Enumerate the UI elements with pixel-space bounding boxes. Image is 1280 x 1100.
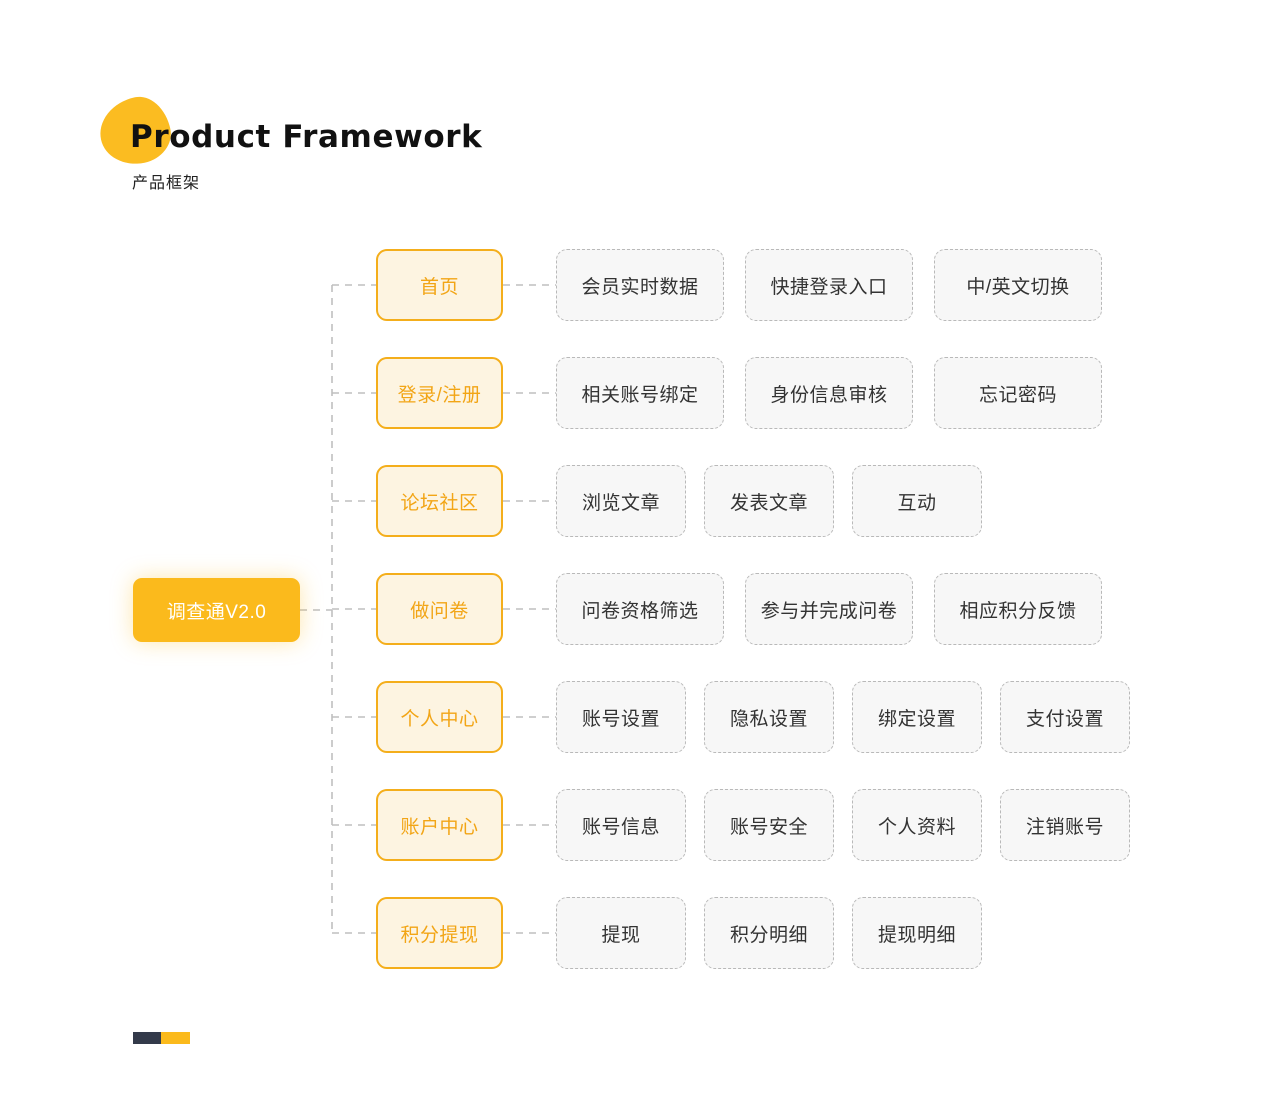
- footer-dark-block: [133, 1032, 161, 1044]
- footer-brand-mark: [133, 1032, 190, 1044]
- leaf-node-4-2[interactable]: 参与并完成问卷: [745, 573, 913, 645]
- branch-node-7[interactable]: 积分提现: [376, 897, 503, 969]
- leaf-node-6-2[interactable]: 账号安全: [704, 789, 834, 861]
- leaf-node-5-1[interactable]: 账号设置: [556, 681, 686, 753]
- leaf-node-6-3[interactable]: 个人资料: [852, 789, 982, 861]
- page-header: Product Framework 产品框架: [93, 91, 700, 205]
- leaf-node-2-2[interactable]: 身份信息审核: [745, 357, 913, 429]
- leaf-node-4-3[interactable]: 相应积分反馈: [934, 573, 1102, 645]
- leaf-node-6-1[interactable]: 账号信息: [556, 789, 686, 861]
- branch-node-3[interactable]: 论坛社区: [376, 465, 503, 537]
- leaf-node-5-4[interactable]: 支付设置: [1000, 681, 1130, 753]
- branch-node-1[interactable]: 首页: [376, 249, 503, 321]
- footer-amber-block: [161, 1032, 190, 1044]
- branch-node-5[interactable]: 个人中心: [376, 681, 503, 753]
- branch-node-4[interactable]: 做问卷: [376, 573, 503, 645]
- leaf-node-4-1[interactable]: 问卷资格筛选: [556, 573, 724, 645]
- leaf-node-3-1[interactable]: 浏览文章: [556, 465, 686, 537]
- branch-node-2[interactable]: 登录/注册: [376, 357, 503, 429]
- leaf-node-1-1[interactable]: 会员实时数据: [556, 249, 724, 321]
- leaf-node-6-4[interactable]: 注销账号: [1000, 789, 1130, 861]
- leaf-node-5-2[interactable]: 隐私设置: [704, 681, 834, 753]
- root-node[interactable]: 调查通V2.0: [133, 578, 300, 642]
- leaf-node-2-3[interactable]: 忘记密码: [934, 357, 1102, 429]
- leaf-node-7-1[interactable]: 提现: [556, 897, 686, 969]
- leaf-node-3-3[interactable]: 互动: [852, 465, 982, 537]
- leaf-node-7-3[interactable]: 提现明细: [852, 897, 982, 969]
- leaf-node-3-2[interactable]: 发表文章: [704, 465, 834, 537]
- page-title: Product Framework: [130, 119, 483, 155]
- branch-node-6[interactable]: 账户中心: [376, 789, 503, 861]
- leaf-node-7-2[interactable]: 积分明细: [704, 897, 834, 969]
- leaf-node-1-3[interactable]: 中/英文切换: [934, 249, 1102, 321]
- page-subtitle: 产品框架: [132, 175, 201, 192]
- leaf-node-5-3[interactable]: 绑定设置: [852, 681, 982, 753]
- leaf-node-1-2[interactable]: 快捷登录入口: [745, 249, 913, 321]
- leaf-node-2-1[interactable]: 相关账号绑定: [556, 357, 724, 429]
